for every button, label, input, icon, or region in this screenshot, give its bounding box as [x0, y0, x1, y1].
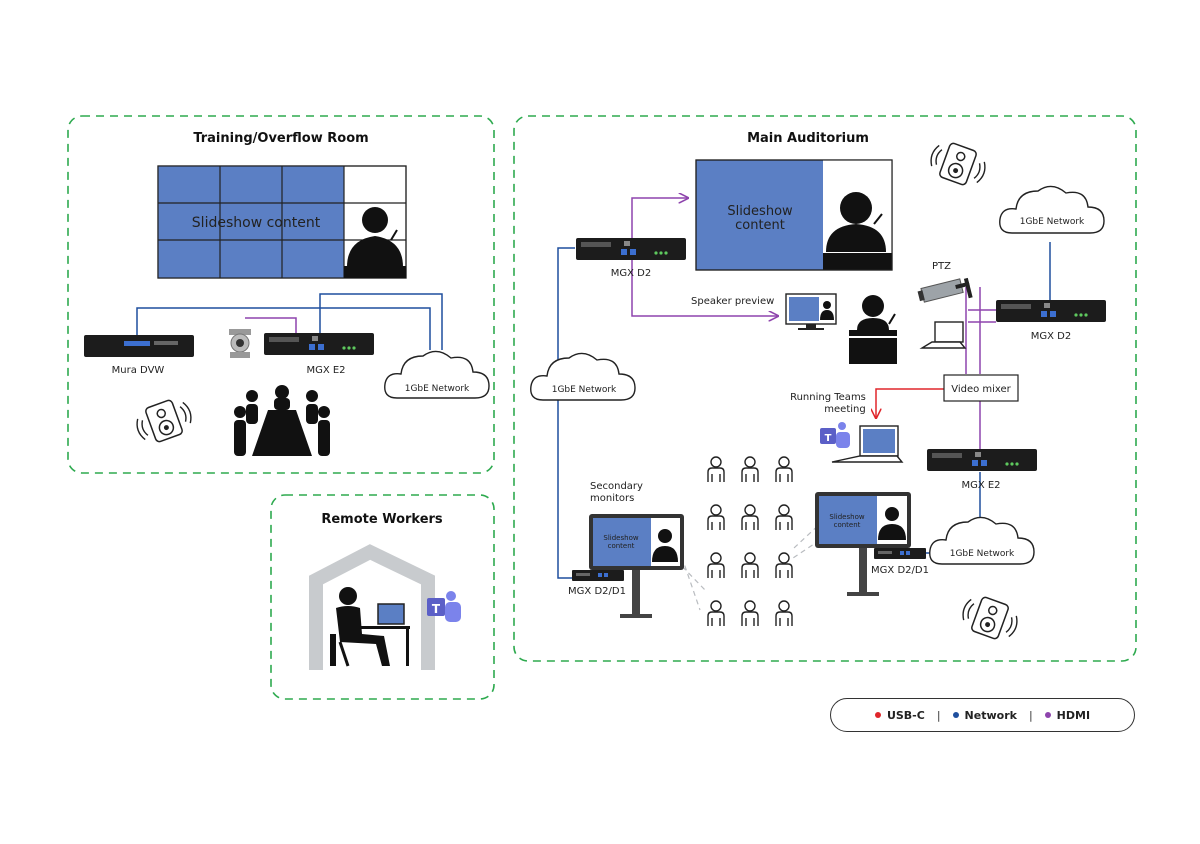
svg-text:T: T: [825, 433, 832, 444]
legend-usbc: USB-C: [874, 708, 925, 722]
zone-remote-title: Remote Workers: [321, 512, 443, 527]
main-screen-text-1: Slideshow: [727, 204, 793, 219]
secondary-left-text-1: Slideshow: [603, 534, 638, 542]
training-speaker-icon: [131, 393, 197, 449]
secondary-right-text-1: Slideshow: [829, 513, 864, 521]
training-hdmi-line: [245, 317, 297, 335]
legend-network-label: Network: [964, 708, 1017, 722]
teams-laptop-icon: [831, 425, 904, 463]
hdmi-dot-icon: [1044, 712, 1051, 718]
video-wall: [157, 165, 407, 279]
mgx-d2-left-label: MGX D2: [611, 268, 651, 279]
camera-icon: [229, 329, 251, 358]
mgx-d2d1-left-device: [572, 570, 624, 581]
legend-usbc-label: USB-C: [886, 708, 925, 722]
network-dot-icon: [952, 712, 959, 718]
mgx-d2d1-left-label: MGX D2/D1: [568, 586, 626, 597]
zone-main-title: Main Auditorium: [747, 131, 869, 146]
podium-speaker-icon: [849, 295, 897, 364]
teams-meeting-label-2: meeting: [824, 404, 865, 415]
secondary-left-text-2: content: [608, 542, 635, 550]
main-network-left-label: 1GbE Network: [552, 385, 617, 395]
training-network-lines: [136, 293, 443, 350]
audience-icons: [707, 456, 793, 627]
speaker-preview-label: Speaker preview: [691, 296, 774, 307]
usbc-dot-icon: [874, 712, 881, 718]
mura-dvw-device: [84, 335, 194, 357]
mgx-d2-right-device: [996, 300, 1106, 322]
mgx-d2-left-device: [576, 238, 686, 260]
main-hdmi-to-preview: [631, 260, 778, 316]
video-mixer-label: Video mixer: [951, 384, 1011, 395]
teams-icon-main: T: [820, 422, 850, 448]
main-screen: [695, 159, 893, 271]
secondary-monitors-label-2: monitors: [590, 493, 634, 504]
main-network-bottom-label: 1GbE Network: [950, 549, 1015, 559]
meeting-table-icon: [234, 385, 330, 456]
ptz-camera-icon: [917, 277, 973, 303]
secondary-right-text-2: content: [834, 521, 861, 529]
mgx-e2-main-device: [927, 449, 1037, 471]
laptop-icon: [919, 321, 967, 349]
presenter-icon: [347, 207, 403, 267]
zone-remote-border: [270, 494, 495, 700]
secondary-monitor-right: [815, 492, 911, 596]
legend-network: Network: [952, 708, 1017, 722]
mgx-e2-device: [264, 333, 374, 355]
remote-worker-icon: [330, 587, 410, 667]
teams-icon: T: [427, 591, 461, 622]
legend-separator: |: [1028, 708, 1033, 722]
ptz-label: PTZ: [932, 261, 951, 272]
legend-separator: |: [936, 708, 941, 722]
svg-text:T: T: [432, 602, 441, 616]
teams-meeting-label-1: Running Teams: [790, 392, 866, 403]
main-usbc-line: [876, 388, 944, 418]
mura-dvw-label: Mura DVW: [112, 365, 165, 376]
main-hdmi-to-screen: [631, 198, 688, 238]
legend-hdmi-label: HDMI: [1056, 708, 1091, 722]
secondary-monitor-left: [589, 514, 684, 618]
main-hdmi-mixer: [965, 287, 996, 449]
main-speaker-top-icon: [925, 136, 991, 192]
main-screen-text-2: content: [735, 218, 785, 233]
legend-hdmi: HDMI: [1044, 708, 1091, 722]
video-mixer-box: [943, 374, 1019, 402]
mgx-e2-label: MGX E2: [306, 365, 345, 376]
secondary-monitors-label-1: Secondary: [590, 481, 643, 492]
mgx-d2d1-right-label: MGX D2/D1: [871, 565, 929, 576]
main-speaker-bottom-icon: [957, 590, 1023, 646]
mgx-d2-right-label: MGX D2: [1031, 331, 1071, 342]
video-wall-label: Slideshow content: [192, 215, 321, 231]
mgx-e2-main-label: MGX E2: [961, 480, 1000, 491]
legend: USB-C | Network | HDMI: [830, 698, 1135, 732]
view-lines: [675, 519, 825, 611]
zone-training-border: [67, 115, 495, 474]
zone-training-title: Training/Overflow Room: [193, 131, 368, 146]
main-network-top-label: 1GbE Network: [1020, 217, 1085, 227]
preview-monitor-icon: [785, 293, 837, 330]
zone-main-border: [513, 115, 1137, 662]
training-network-label: 1GbE Network: [405, 384, 470, 394]
main-network-left: [557, 247, 575, 579]
mgx-d2d1-right-device: [874, 548, 926, 559]
